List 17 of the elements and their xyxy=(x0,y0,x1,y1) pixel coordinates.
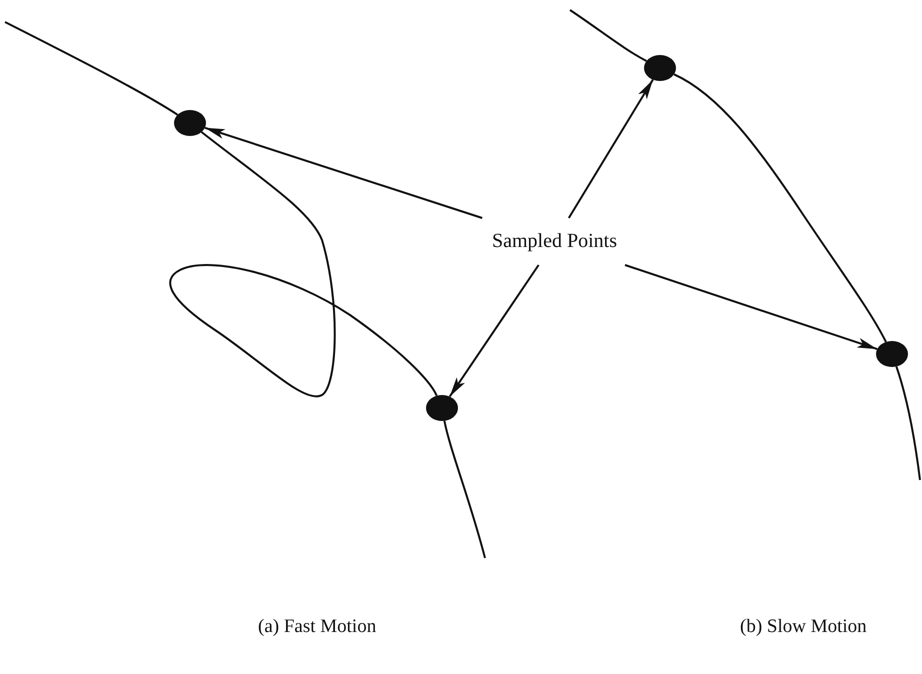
motion-curve xyxy=(4,21,178,116)
motion-curve xyxy=(169,131,438,397)
motion-curve xyxy=(569,9,647,62)
sample-point-dot xyxy=(426,395,458,421)
panel-caption: (a) Fast Motion xyxy=(258,616,376,638)
motion-curve xyxy=(895,366,921,480)
arrow xyxy=(204,126,482,219)
motion-curve xyxy=(443,420,486,558)
sample-point-dot xyxy=(174,110,206,136)
arrow xyxy=(568,79,654,219)
sample-point-dot xyxy=(644,55,676,81)
arrow xyxy=(624,264,878,350)
panel-caption: (b) Slow Motion xyxy=(740,616,867,638)
motion-curve xyxy=(674,73,887,342)
callout-text: Sampled Points xyxy=(490,230,620,253)
arrow xyxy=(448,264,540,398)
sample-point-dot xyxy=(876,341,908,367)
